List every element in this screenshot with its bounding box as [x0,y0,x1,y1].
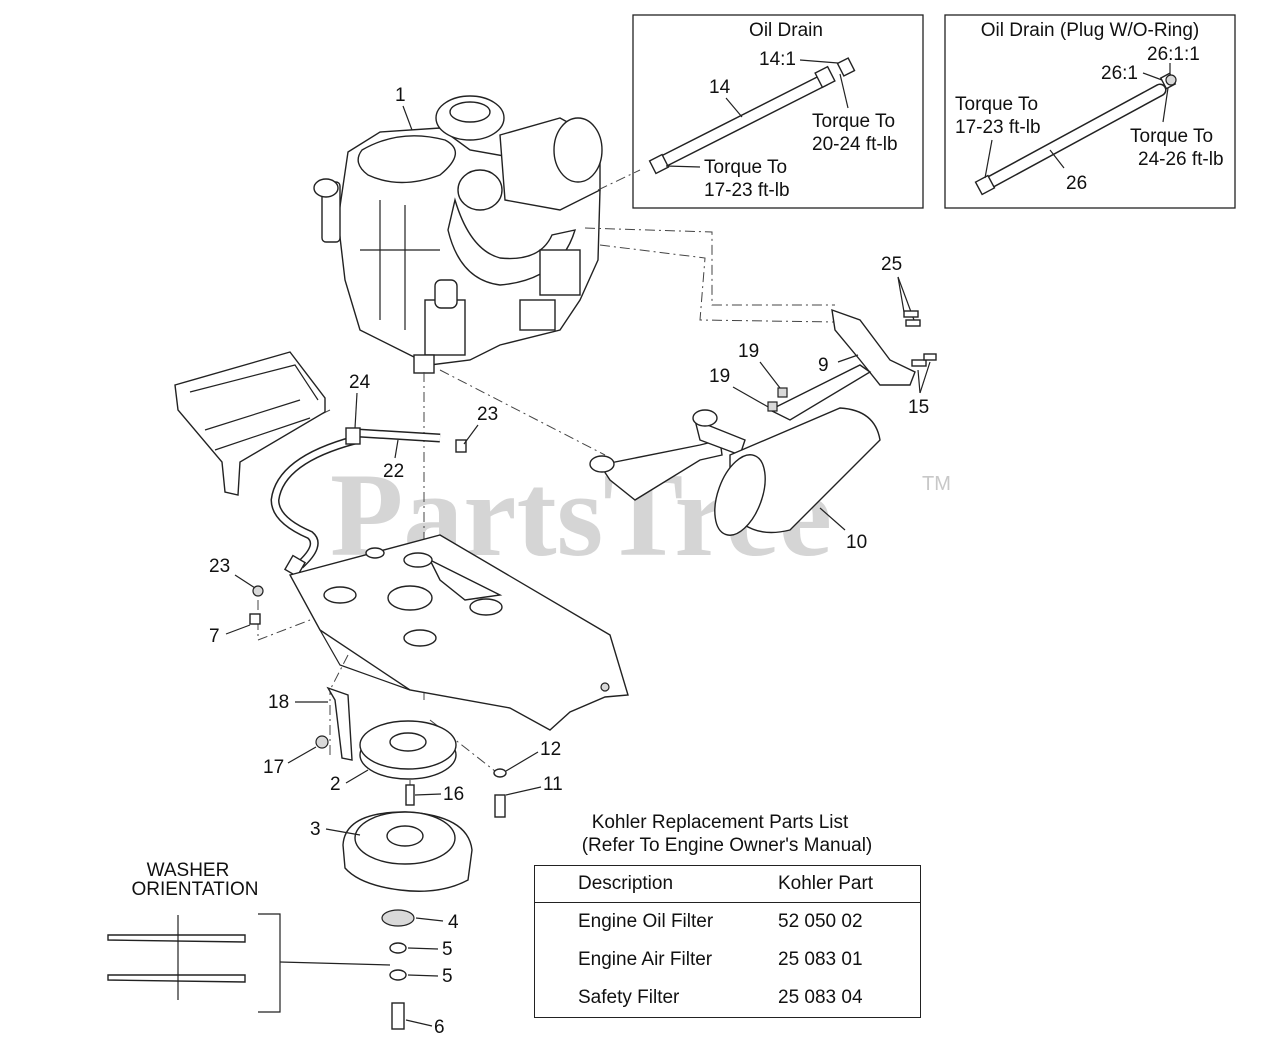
row-description: Safety Filter [578,987,680,1008]
washer-5b [389,969,407,981]
washer-orientation-line1: WASHER [147,860,230,881]
bolt-11 [494,794,506,818]
engine [313,95,603,374]
muffler [589,407,881,536]
oil-drain-torque-plug-2: 20-24 ft-lb [812,134,898,155]
callout-26: 26 [1066,173,1087,194]
pulley-2 [359,720,457,780]
row-part: 52 050 02 [778,911,863,932]
oil-drain-torque-base-1: Torque To [704,157,787,178]
washer-orientation-line2: ORIENTATION [131,879,258,900]
muffler-bracket-9 [768,308,916,421]
callout-10: 10 [846,532,867,553]
bolt-6 [391,1002,405,1030]
oil-drain-title: Oil Drain [749,20,823,41]
drain-pipe-14 [648,57,856,175]
bolt-15b [923,353,937,361]
callout-19-top: 19 [738,341,759,362]
row-part: 25 083 01 [778,949,863,970]
washer-5a [389,942,407,954]
callout-26-1-1: 26:1:1 [1147,44,1200,65]
callout-18: 18 [268,692,289,713]
column-header-part: Kohler Part [778,865,921,903]
callout-3: 3 [310,819,321,840]
engine-shield-bracket [174,351,326,496]
oil-drain-torque-base-2: 17-23 ft-lb [704,180,790,201]
hose-22 [270,427,467,578]
row-description: Engine Oil Filter [578,911,714,932]
callout-24: 24 [349,372,371,393]
nut-17 [315,735,329,749]
callout-26-1: 26:1 [1101,63,1138,84]
callout-5-top: 5 [442,939,453,960]
callout-6: 6 [434,1017,445,1038]
washer-12 [493,768,507,778]
nut-19a [777,387,788,398]
callout-16: 16 [443,784,464,805]
callout-23-top: 23 [477,404,498,425]
callout-1: 1 [395,85,406,106]
parts-list-title-2: (Refer To Engine Owner's Manual) [582,835,873,856]
callout-4: 4 [448,912,459,933]
parts-list-title-1: Kohler Replacement Parts List [592,812,849,833]
table-row: Engine Air Filter 25 083 01 [535,941,921,979]
column-header-description: Description [534,865,778,903]
clamp-23 [252,585,264,597]
watermark-tm: TM [922,473,951,495]
callout-11: 11 [543,774,563,795]
drain-pipe-26 [974,72,1177,196]
callout-15: 15 [908,397,929,418]
callout-14: 14 [709,77,731,98]
callout-5-bottom: 5 [442,966,453,987]
callout-17: 17 [263,757,284,778]
kohler-parts-table: Description Kohler Part Engine Oil Filte… [534,865,921,1018]
callout-12: 12 [540,739,561,760]
row-part: 25 083 04 [778,987,863,1008]
table-row: Engine Oil Filter 52 050 02 [535,903,921,942]
bolt-15a [911,359,927,367]
bolt-7 [249,613,261,625]
oring-torque-base-1: Torque To [955,94,1038,115]
washer-orientation: WASHER ORIENTATION [107,860,391,1013]
oil-drain-oring-inset: Oil Drain (Plug W/O-Ring) 26:1:1 26:1 To… [944,14,1236,209]
callout-22: 22 [383,461,404,482]
engine-deck-plate [288,534,629,731]
callout-23-left: 23 [209,556,230,577]
idler-bracket-18 [326,686,353,761]
oil-drain-torque-plug-1: Torque To [812,111,895,132]
key-16 [405,784,415,806]
washer-4 [381,909,415,927]
oil-drain-inset: Oil Drain 14:1 14 Torque To 20-24 ft-lb … [632,14,924,209]
oil-drain-oring-title: Oil Drain (Plug W/O-Ring) [981,20,1200,41]
callout-25: 25 [881,254,902,275]
nut-19b [767,401,778,412]
callout-19-left: 19 [709,366,730,387]
table-row: Safety Filter 25 083 04 [535,979,921,1018]
bolt-25b [905,319,921,327]
callout-7: 7 [209,626,220,647]
table-header-row: Description Kohler Part [534,865,921,903]
pto-clutch-3 [342,811,473,892]
callout-9: 9 [818,355,829,376]
callout-14-1: 14:1 [759,49,796,70]
callout-2: 2 [330,774,341,795]
bolt-25a [903,310,919,318]
oring-torque-base-2: 17-23 ft-lb [955,117,1041,138]
row-description: Engine Air Filter [578,949,713,970]
oring-torque-plug-2: 24-26 ft-lb [1138,149,1224,170]
oring-torque-plug-1: Torque To [1130,126,1213,147]
